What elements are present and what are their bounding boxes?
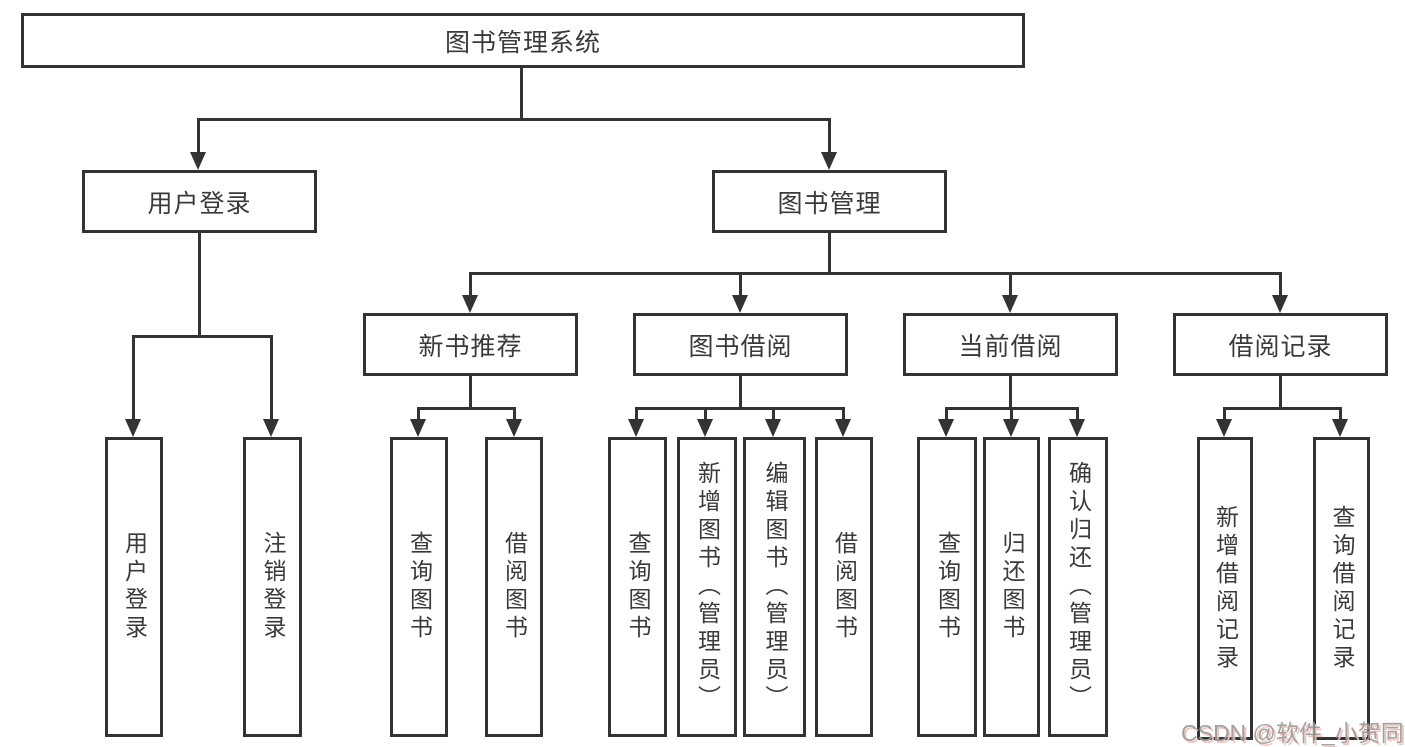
- arrow-down-icon: [125, 419, 141, 437]
- node-label: 新增借阅记录: [1212, 504, 1239, 673]
- leaf-edit-books-admin: 编辑图书（管理员）: [743, 437, 806, 737]
- connector-line: [772, 407, 775, 421]
- node-label: 查询图书: [406, 531, 433, 643]
- arrow-down-icon: [938, 419, 954, 437]
- arrow-down-icon: [732, 295, 748, 313]
- arrow-down-icon: [835, 419, 851, 437]
- node-label: 归还图书: [999, 531, 1025, 643]
- connector-line: [1223, 407, 1226, 421]
- node-label: 借阅记录: [1228, 332, 1333, 361]
- arrow-down-icon: [190, 152, 206, 170]
- connector-line: [739, 272, 742, 297]
- leaf-confirm-return-admin: 确认归还（管理员）: [1048, 437, 1108, 737]
- leaf-query-books-recommend: 查询图书: [390, 437, 448, 737]
- arrow-down-icon: [1216, 419, 1232, 437]
- connector-line: [417, 407, 516, 410]
- leaf-add-books-admin: 新增图书（管理员）: [677, 437, 737, 737]
- leaf-add-borrow-record: 新增借阅记录: [1197, 437, 1253, 740]
- node-label: 图书管理系统: [444, 28, 601, 57]
- arrow-down-icon: [410, 419, 426, 437]
- node-current-borrow: 当前借阅: [903, 313, 1118, 376]
- leaf-logout: 注销登录: [243, 437, 302, 737]
- node-label: 图书借阅: [688, 332, 793, 361]
- node-label: 确认归还（管理员）: [1065, 461, 1092, 713]
- leaf-query-books-current: 查询图书: [917, 437, 977, 737]
- node-library-management-system: 图书管理系统: [21, 13, 1025, 68]
- node-label: 查询图书: [934, 531, 961, 643]
- leaf-return-books: 归还图书: [983, 437, 1040, 737]
- connector-line: [197, 118, 831, 121]
- connector-line: [635, 407, 638, 421]
- arrow-down-icon: [1069, 419, 1085, 437]
- arrow-down-icon: [697, 419, 713, 437]
- arrow-down-icon: [1002, 295, 1018, 313]
- node-label: 借阅图书: [831, 531, 858, 643]
- node-label: 借阅图书: [501, 531, 528, 643]
- connector-line: [1076, 407, 1079, 421]
- node-new-book-recommend: 新书推荐: [363, 313, 578, 376]
- connector-line: [520, 68, 523, 118]
- node-label: 注销登录: [260, 531, 286, 643]
- connector-line: [198, 233, 201, 335]
- node-label: 当前借阅: [958, 332, 1063, 361]
- node-label: 用户登录: [147, 189, 252, 218]
- leaf-query-books-borrow: 查询图书: [608, 437, 667, 737]
- node-label: 新增图书（管理员）: [694, 461, 721, 713]
- node-label: 查询借阅记录: [1329, 504, 1355, 673]
- node-label: 用户登录: [121, 531, 148, 643]
- connector-line: [197, 118, 200, 154]
- node-book-management: 图书管理: [712, 170, 947, 233]
- arrow-down-icon: [821, 152, 837, 170]
- connector-line: [1279, 272, 1282, 297]
- arrow-down-icon: [765, 419, 781, 437]
- connector-line: [417, 407, 420, 421]
- connector-line: [513, 407, 516, 421]
- connector-line: [270, 335, 273, 419]
- arrow-down-icon: [628, 419, 644, 437]
- connector-line: [828, 233, 831, 272]
- arrow-down-icon: [1272, 295, 1288, 313]
- leaf-borrow-books-recommend: 借阅图书: [485, 437, 543, 737]
- connector-line: [1339, 407, 1342, 421]
- connector-line: [828, 118, 831, 154]
- connector-line: [1279, 376, 1282, 407]
- connector-line: [842, 407, 845, 421]
- connector-line: [132, 335, 135, 419]
- connector-line: [635, 407, 845, 410]
- connector-line: [1010, 407, 1013, 421]
- connector-line: [469, 376, 472, 407]
- connector-line: [469, 272, 472, 297]
- node-label: 新书推荐: [418, 332, 523, 361]
- node-label: 查询图书: [625, 531, 651, 643]
- csdn-watermark: CSDN @软件_小贺同学: [1181, 720, 1405, 746]
- node-label: 图书管理: [777, 189, 882, 218]
- connector-line: [1009, 272, 1012, 297]
- arrow-down-icon: [1332, 419, 1348, 437]
- leaf-query-borrow-record: 查询借阅记录: [1313, 437, 1370, 740]
- connector-line: [469, 272, 1282, 275]
- arrow-down-icon: [263, 419, 279, 437]
- node-user-login: 用户登录: [82, 170, 317, 233]
- leaf-user-login: 用户登录: [105, 437, 163, 737]
- arrow-down-icon: [506, 419, 522, 437]
- connector-line: [739, 376, 742, 407]
- node-label: 编辑图书（管理员）: [762, 461, 788, 713]
- connector-line: [945, 407, 948, 421]
- connector-line: [704, 407, 707, 421]
- connector-line: [1009, 376, 1012, 407]
- leaf-borrow-books: 借阅图书: [815, 437, 873, 737]
- node-borrow-record: 借阅记录: [1173, 313, 1388, 376]
- node-book-borrow: 图书借阅: [633, 313, 848, 376]
- connector-line: [1223, 407, 1342, 410]
- arrow-down-icon: [1003, 419, 1019, 437]
- arrow-down-icon: [462, 295, 478, 313]
- connector-line: [132, 335, 273, 338]
